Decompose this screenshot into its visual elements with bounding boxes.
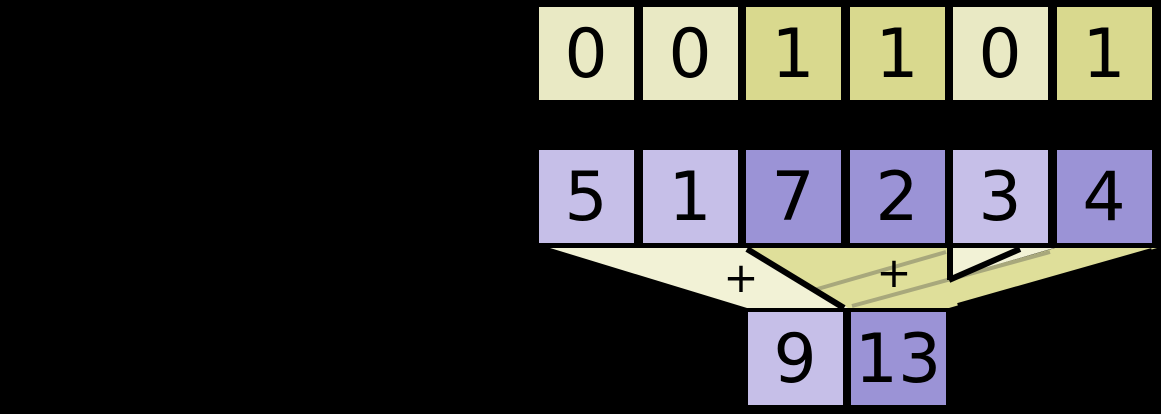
mask-cell-value: 1 [771,15,814,94]
value-cell-value: 5 [564,158,607,237]
funnel-edge-check-diagonal [947,246,1022,283]
value-cell [846,146,949,247]
result-cell [744,308,847,409]
mask-cell [742,3,845,104]
mask-cell-value: 1 [875,15,918,94]
mask-row: 0 0 1 1 0 1 [535,3,1156,104]
value-cell [742,146,845,247]
mask-cell [535,3,638,104]
result-cell-value: 9 [773,320,816,399]
mask-cell-value: 1 [1082,15,1125,94]
result-cell-value: 13 [855,320,942,399]
mask-cell [639,3,742,104]
value-cell [1053,146,1156,247]
plus-operator-left: + [723,253,758,302]
mask-cell [1053,3,1156,104]
funnel-edge-right-diagonal [957,248,1153,309]
results-row: 9 13 [744,308,950,409]
mask-cell-value: 0 [668,15,711,94]
value-cell-value: 7 [771,158,814,237]
overlap-line-left [813,250,947,292]
funnel-edge-left-diagonal [745,246,846,311]
mask-cell-value: 0 [564,15,607,94]
mask-cell-value: 0 [978,15,1021,94]
mask-cell [949,3,1052,104]
value-cell-value: 4 [1082,158,1125,237]
value-cell [535,146,638,247]
mask-cell [846,3,949,104]
result-cell [847,308,950,409]
funnel-dark-right [849,248,1157,308]
value-cell-value: 2 [875,158,918,237]
value-cell-value: 1 [668,158,711,237]
value-cell [639,146,742,247]
funnel-group: + + [550,246,1157,311]
values-row: 5 1 7 2 3 4 [535,146,1156,247]
value-cell [949,146,1052,247]
value-cell-value: 3 [978,158,1021,237]
plus-operator-right: + [876,248,911,297]
